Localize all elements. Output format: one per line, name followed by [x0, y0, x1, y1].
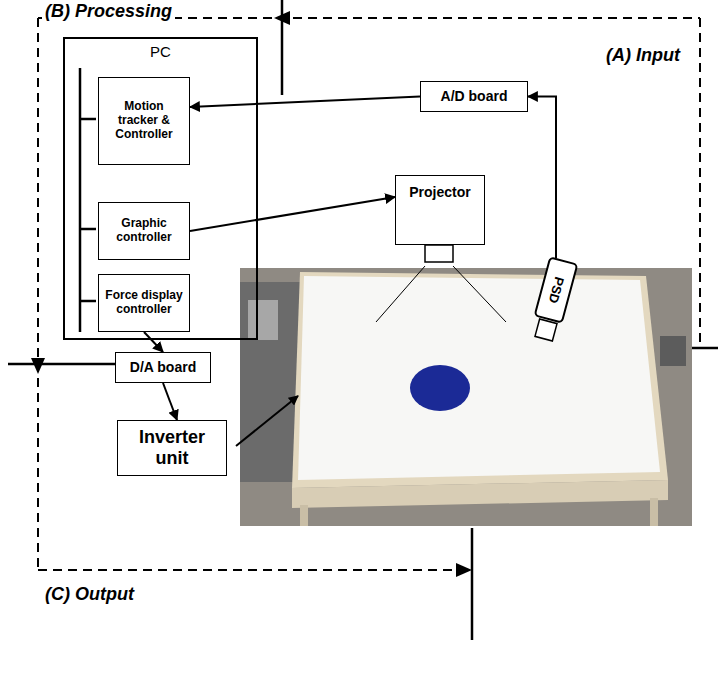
table-top — [298, 276, 660, 480]
photo-background — [240, 268, 692, 526]
bus-stub — [80, 300, 96, 303]
box-label: Projector — [409, 184, 470, 200]
table-leg — [300, 505, 308, 526]
region-dividers — [8, 0, 718, 640]
box-label: PSD — [545, 275, 566, 305]
signal-arrow — [190, 97, 420, 108]
dashed-line — [699, 18, 701, 348]
dashed-line — [37, 18, 39, 570]
box-label: Motion tracker & Controller — [104, 100, 184, 141]
projection-line — [376, 266, 425, 322]
region-label: (A) Input — [603, 45, 683, 66]
module-box: Motion tracker & Controller — [98, 77, 190, 165]
bus-stub — [80, 118, 96, 121]
bus-stub — [80, 228, 96, 231]
table-leg — [650, 498, 658, 526]
box-label: Graphic controller — [104, 217, 184, 245]
board-box: D/A board — [115, 352, 211, 383]
machine-part — [248, 300, 278, 340]
region-label: (C) Output — [42, 584, 137, 605]
signal-arrow — [528, 97, 556, 259]
divider-line — [692, 347, 718, 350]
bus-line — [79, 68, 82, 332]
signal-arrow — [144, 332, 163, 352]
projector-lens — [425, 245, 453, 262]
projected-circle — [410, 365, 470, 411]
box-label: D/A board — [130, 359, 196, 375]
box-heading: PC — [150, 43, 171, 60]
divider-line — [281, 0, 284, 95]
signal-arrow — [163, 383, 177, 420]
divider-line — [471, 528, 474, 640]
box-label: Force display controller — [104, 289, 184, 317]
machine-part — [240, 282, 302, 482]
box-label: A/D board — [441, 88, 508, 104]
box-label: Inverter unit — [123, 427, 221, 468]
flow-arrow-head — [456, 563, 472, 577]
computer-box: PC Motion tracker & ControllerGraphic con… — [63, 37, 258, 340]
inverter-box: Inverter unit — [117, 420, 227, 476]
signal-arrow — [190, 197, 395, 231]
motor-part — [660, 336, 686, 366]
dashed-loop — [38, 18, 700, 570]
board-box: A/D board — [420, 81, 528, 112]
dashed-line — [38, 569, 464, 571]
table-photo — [240, 268, 692, 526]
module-box: Force display controller — [98, 274, 190, 332]
projector-box: Projector — [395, 175, 485, 245]
projection-line — [453, 266, 506, 322]
region-label: (B) Processing — [42, 1, 175, 22]
table-frame — [292, 272, 668, 488]
psd-lens — [535, 319, 557, 341]
module-box: Graphic controller — [98, 202, 190, 260]
flow-arrow-head — [31, 358, 45, 374]
pc-bus — [80, 68, 96, 332]
divider-line — [8, 363, 115, 366]
drive-wire — [236, 396, 298, 446]
